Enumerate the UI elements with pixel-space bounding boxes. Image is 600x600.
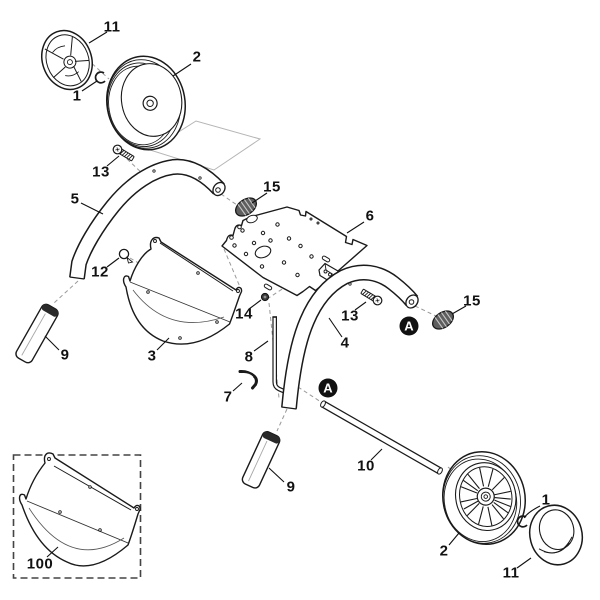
callout-15-top[interactable]: 15 — [263, 178, 281, 196]
callout-9-left[interactable]: 9 — [60, 346, 70, 364]
grip-part-9-bottom — [241, 431, 281, 489]
frame-tube-part-5 — [69, 158, 226, 280]
frame-tube-part-4 — [281, 264, 419, 410]
wheel-spokes — [460, 467, 511, 526]
callout-4[interactable]: 4 — [340, 334, 350, 352]
callout-100[interactable]: 100 — [26, 555, 54, 573]
wheel-part-2-top — [105, 55, 187, 151]
grip-part-9-left — [15, 303, 59, 364]
callout-2-bottom[interactable]: 2 — [439, 542, 449, 560]
assembly-marker-a-1: A — [399, 316, 419, 336]
callout-1-bottom[interactable]: 1 — [541, 491, 551, 509]
callout-7[interactable]: 7 — [223, 388, 233, 406]
callout-6[interactable]: 6 — [365, 207, 375, 225]
wheel-part-2-bottom — [441, 450, 527, 546]
callout-12[interactable]: 12 — [91, 263, 109, 281]
callout-1-top[interactable]: 1 — [72, 87, 82, 105]
screw-part-13-right — [360, 288, 383, 306]
callout-3[interactable]: 3 — [147, 347, 157, 365]
callout-11-top[interactable]: 11 — [103, 18, 121, 36]
assembly-marker-a-2: A — [318, 378, 338, 398]
callout-13-right[interactable]: 13 — [341, 307, 359, 325]
screw-part-13-top — [112, 144, 135, 162]
hub-cap-part-11-top — [41, 29, 93, 91]
clip-part-1-bottom — [516, 515, 528, 528]
tray-part-100 — [18, 452, 141, 567]
plug-part-12 — [118, 248, 134, 264]
callout-10[interactable]: 10 — [357, 457, 375, 475]
tray-part-3 — [122, 236, 243, 345]
clip-part-7 — [238, 369, 258, 390]
callout-14[interactable]: 14 — [235, 305, 253, 323]
nut-part-14 — [260, 292, 270, 302]
variant-box — [12, 454, 142, 579]
callout-2-top[interactable]: 2 — [192, 48, 202, 66]
callout-13-top[interactable]: 13 — [92, 163, 110, 181]
callout-11-bottom[interactable]: 11 — [502, 564, 520, 582]
callout-5[interactable]: 5 — [70, 190, 80, 208]
callout-9-bottom[interactable]: 9 — [286, 478, 296, 496]
spacer-part-15-right — [431, 310, 455, 330]
leader-lines — [44, 31, 541, 569]
axle-part-10 — [320, 400, 443, 475]
clip-part-1-top — [94, 71, 106, 84]
base-plate-part-6 — [221, 206, 368, 297]
callout-15-right[interactable]: 15 — [463, 292, 481, 310]
callout-8[interactable]: 8 — [244, 348, 254, 366]
hub-cap-part-11-bottom — [528, 504, 584, 566]
